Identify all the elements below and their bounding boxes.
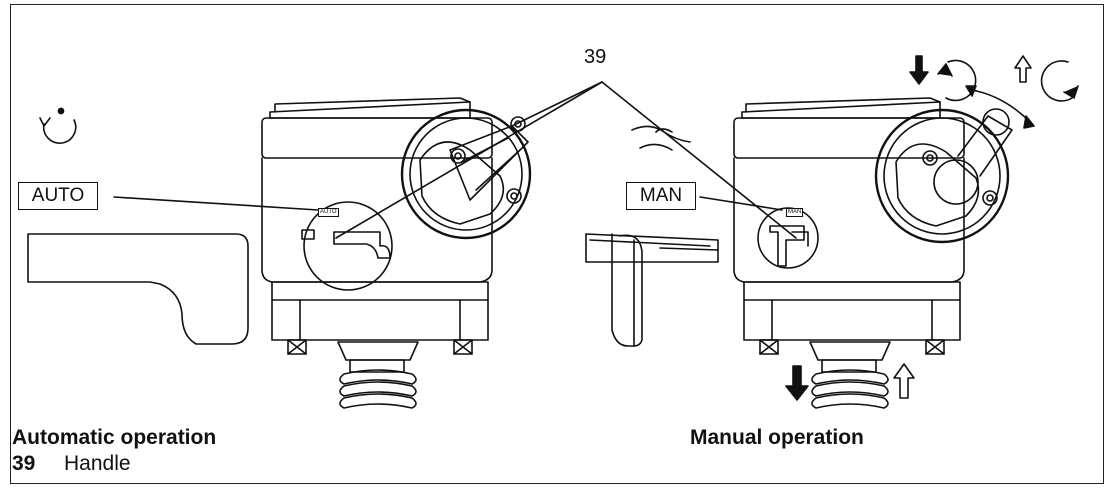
leader-man-box [699, 196, 783, 211]
leader-39-left-a [335, 81, 603, 239]
leader-auto-box [113, 196, 319, 211]
up-arrow-icon [893, 363, 915, 399]
leader-39-right [601, 81, 797, 239]
actuator-manual [733, 85, 1035, 409]
caption-automatic: Automatic operation [12, 426, 217, 449]
rotation-dot-icon [39, 107, 77, 144]
auto-mode-label: AUTO [18, 182, 98, 210]
up-arrow-cw-icon [1014, 55, 1079, 102]
legend-number: 39 [12, 452, 36, 475]
legend-text: Handle [64, 452, 131, 475]
auto-small-label: AUTO [318, 208, 339, 217]
figure-frame [10, 4, 1104, 484]
down-arrow-icon [785, 365, 809, 401]
man-small-label: MAN [786, 208, 804, 217]
caption-manual: Manual operation [690, 426, 864, 449]
man-mode-label: MAN [626, 182, 696, 210]
handle-detached [585, 233, 719, 347]
down-arrow-ccw-icon [909, 55, 977, 102]
callout-39: 39 [584, 46, 607, 68]
actuator-auto [261, 97, 532, 409]
housing-detail-left [27, 233, 249, 345]
leader-39-left-b [511, 81, 603, 127]
